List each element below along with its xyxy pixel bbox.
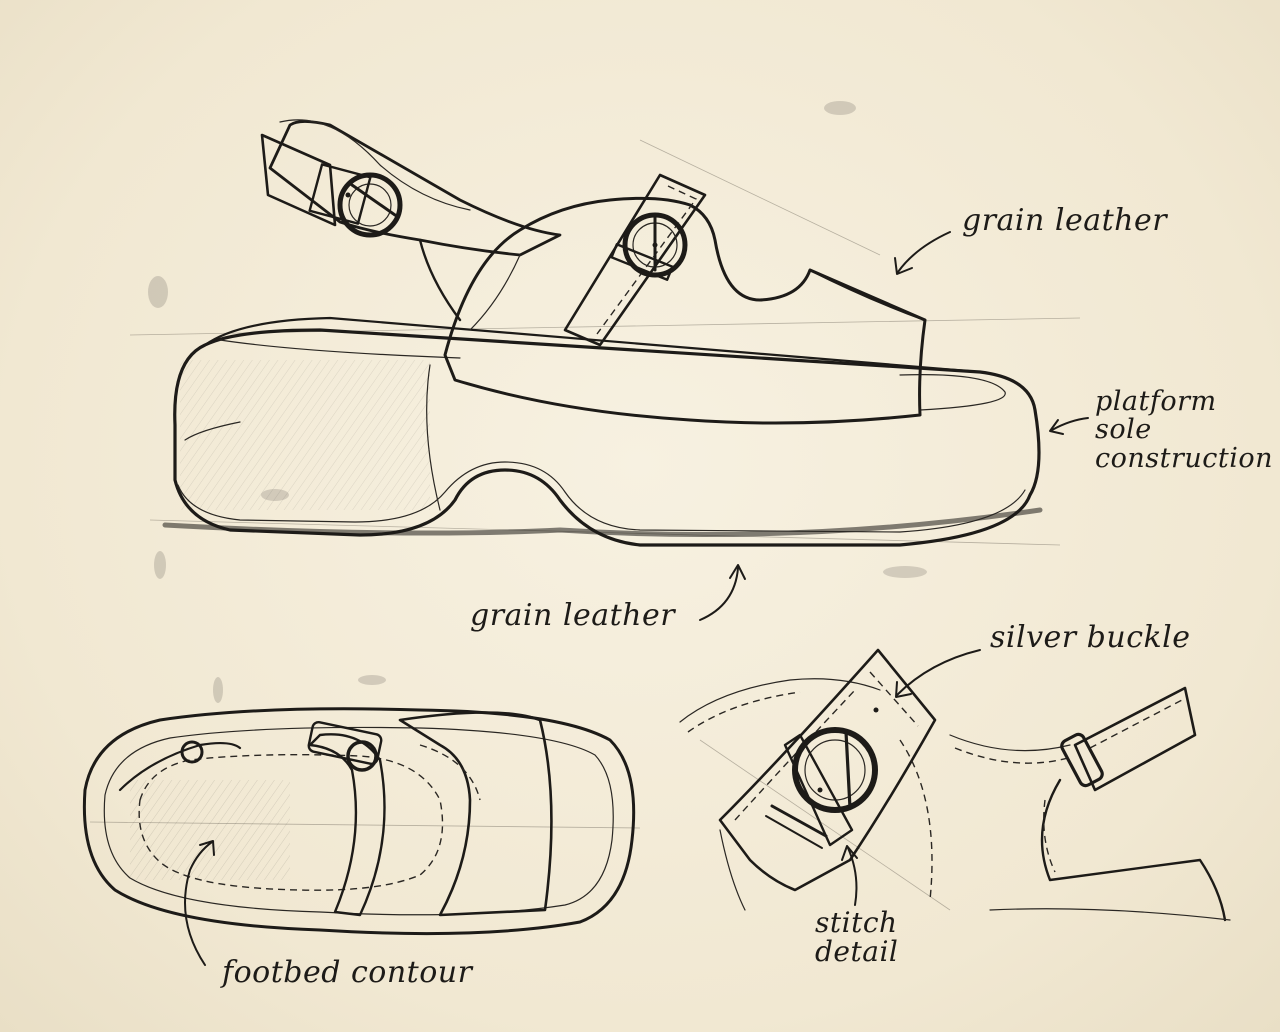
top-view-sole (82, 707, 636, 936)
arrow-platform-sole (1049, 417, 1089, 435)
heel-strap-detail (949, 686, 1231, 922)
sandal-top-view (82, 707, 636, 936)
heel-strap (268, 120, 562, 257)
heel-buckle (308, 163, 403, 238)
arrow-silver-buckle (895, 649, 981, 698)
label-stitch-detail: stitch detail (815, 906, 899, 969)
top-view-buckle (307, 720, 383, 772)
buckle-detail (679, 648, 937, 911)
front-upper-strap (443, 196, 927, 425)
arrow-grain-leather-outsole (699, 564, 746, 621)
arrow-grain-leather-upper (894, 231, 951, 275)
platform-sole (173, 328, 1041, 547)
detail-strap (718, 648, 937, 892)
label-silver-buckle: silver buckle (990, 620, 1191, 655)
label-footbed-contour: footbed contour (222, 955, 473, 990)
sandal-side-view (162, 119, 1043, 547)
label-grain-leather-upper: grain leather (962, 203, 1168, 238)
arrow-stitch-detail (841, 845, 858, 906)
annotation-arrows (184, 231, 1089, 966)
label-platform-sole-construction: platform sole construction (1095, 386, 1274, 474)
instep-buckle (610, 212, 688, 281)
instep-strap (563, 173, 707, 347)
label-grain-leather-outsole: grain leather (470, 598, 676, 633)
arrow-footbed-contour (184, 840, 215, 966)
